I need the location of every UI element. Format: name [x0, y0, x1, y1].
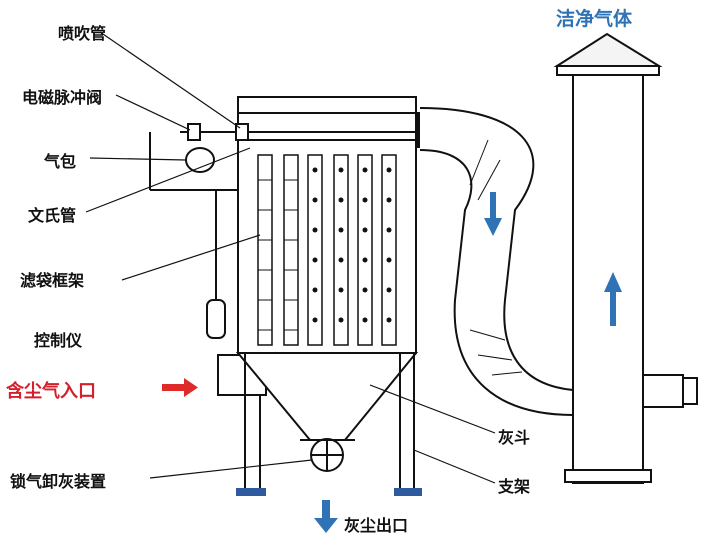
dust-outlet-arrow-icon [314, 500, 338, 533]
outlet-duct [419, 107, 574, 416]
blow-pipe-assembly [149, 123, 420, 339]
upflow-arrow-icon [604, 272, 622, 326]
label-controller: 控制仪 [34, 331, 83, 350]
dust-particles [312, 167, 392, 323]
label-air-bag: 气包 [44, 152, 77, 171]
inlet-and-hopper [217, 352, 419, 472]
foot-right [394, 488, 422, 496]
label-venturi-tube: 文氏管 [28, 206, 77, 225]
filter-bags [257, 154, 397, 346]
label-filter-bag-frame: 滤袋框架 [20, 271, 85, 290]
leader-lines [85, 31, 496, 484]
downflow-arrow-icon [484, 192, 502, 236]
label-clean-gas: 洁净气体 [556, 8, 633, 30]
label-rotary-airlock: 锁气卸灰装置 [10, 472, 107, 491]
foot-left [236, 488, 266, 496]
chimney-stack [553, 32, 698, 484]
label-dust-outlet: 灰尘出口 [344, 516, 409, 535]
label-blow-pipe: 喷吹管 [58, 24, 107, 43]
inlet-arrow-icon [162, 378, 198, 397]
label-support: 支架 [498, 477, 531, 496]
filter-housing [237, 96, 417, 354]
label-solenoid-pulse-valve: 电磁脉冲阀 [22, 88, 103, 107]
label-dusty-air-inlet: 含尘气入口 [6, 381, 96, 402]
label-ash-hopper: 灰斗 [498, 428, 531, 447]
